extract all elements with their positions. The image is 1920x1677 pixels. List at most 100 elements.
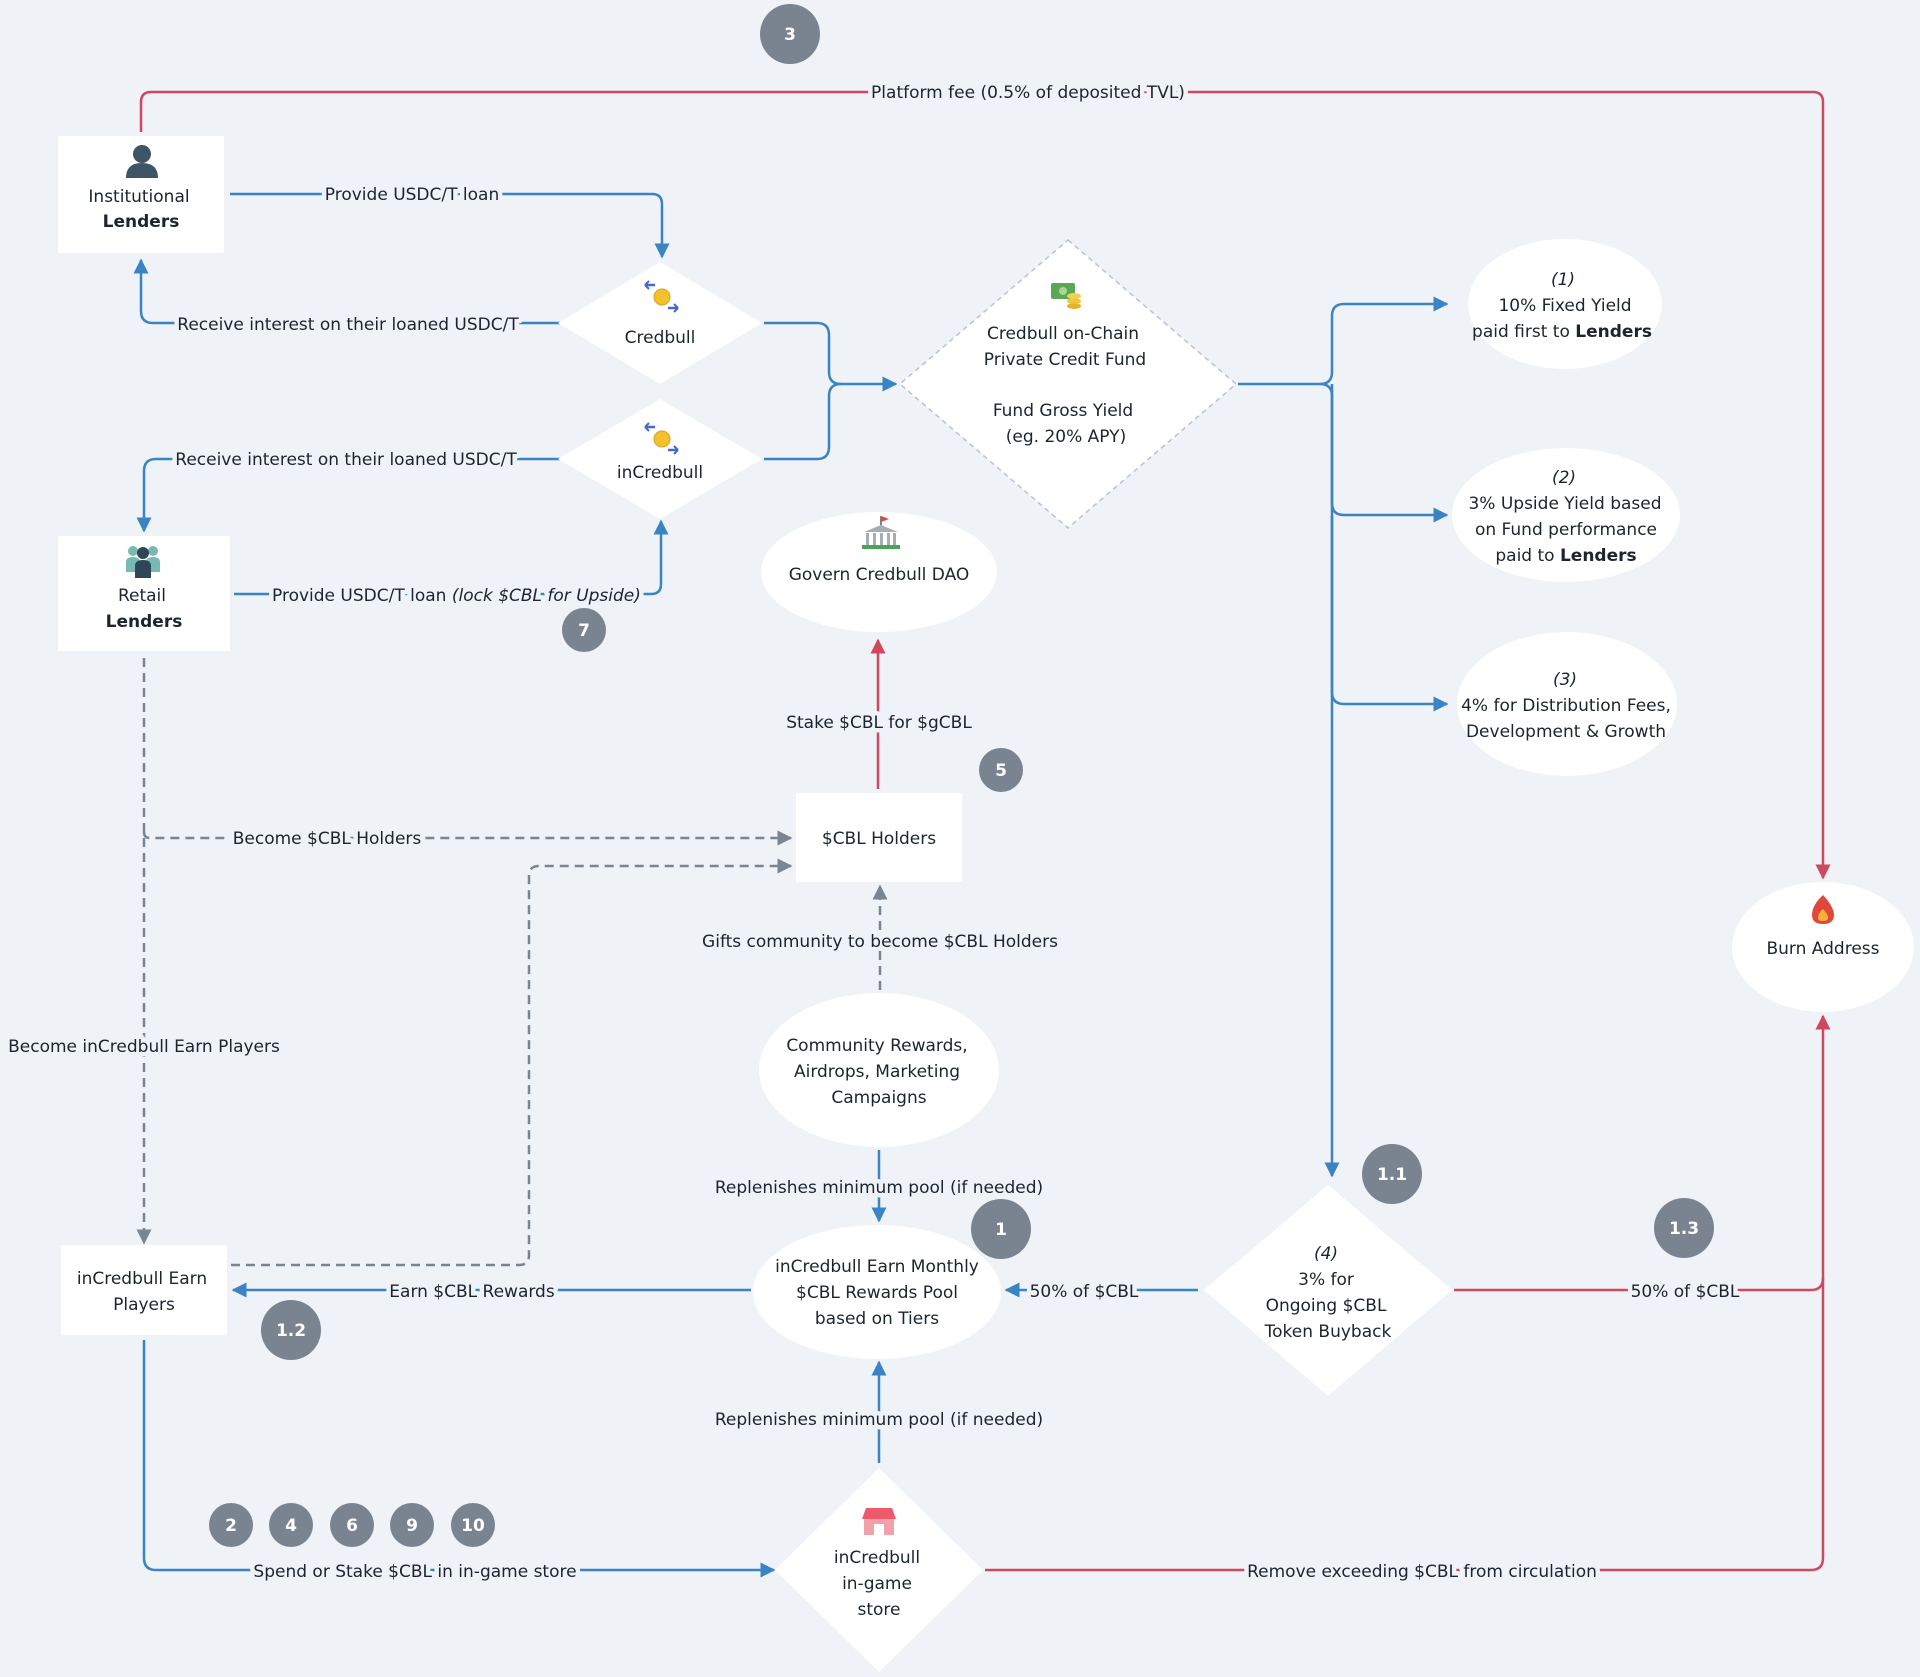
svg-text:Credbull on-Chain: Credbull on-Chain	[987, 324, 1139, 344]
svg-text:1.2: 1.2	[276, 1321, 306, 1341]
svg-text:Burn Address: Burn Address	[1766, 939, 1879, 959]
remove-excess-label: Remove exceeding $CBL from circulation	[1247, 1562, 1597, 1582]
earn-rewards-label: Earn $CBL Rewards	[389, 1282, 555, 1302]
provide-loan-inst-label: Provide USDC/T loan	[325, 185, 499, 205]
half-left-label: 50% of $CBL	[1030, 1282, 1139, 1302]
svg-text:4: 4	[285, 1516, 297, 1536]
half-right-label: 50% of $CBL	[1631, 1282, 1740, 1302]
provide-loan-retail-label: Provide USDC/T loan (lock $CBL for Upsid…	[272, 586, 641, 606]
ingame-store-node: inCredbull in-game store	[775, 1468, 983, 1672]
svg-text:(3): (3)	[1553, 670, 1577, 690]
yield3-node: (3) 4% for Distribution Fees, Developmen…	[1457, 632, 1677, 776]
svg-text:in-game: in-game	[842, 1574, 912, 1594]
svg-text:(eg. 20% APY): (eg. 20% APY)	[1006, 427, 1126, 447]
svg-text:based on Tiers: based on Tiers	[815, 1309, 939, 1329]
remove-excess-connector	[985, 1014, 1831, 1572]
spend-stake-label: Spend or Stake $CBL in in-game store	[253, 1562, 576, 1582]
fund-to-yield3-connector	[1330, 515, 1449, 712]
svg-text:1: 1	[995, 1220, 1007, 1240]
svg-text:Players: Players	[113, 1295, 175, 1315]
svg-text:Campaigns: Campaigns	[831, 1088, 926, 1108]
svg-text:4% for Distribution Fees,: 4% for Distribution Fees,	[1461, 696, 1671, 716]
fire-icon	[1812, 895, 1834, 924]
players-to-holders-connector	[231, 858, 793, 1267]
svg-text:(2): (2)	[1552, 468, 1576, 488]
platform-fee-label: Platform fee (0.5% of deposited TVL)	[871, 83, 1185, 103]
coin-exchange-icon	[644, 280, 679, 313]
step-badge-6: 6	[330, 1503, 374, 1547]
step-badge-2: 2	[209, 1503, 253, 1547]
incredbull-to-fund-connector	[764, 382, 842, 461]
step-badge-1-3: 1.3	[1654, 1198, 1714, 1258]
yield1-node: (1) 10% Fixed Yield paid first to Lender…	[1468, 239, 1662, 369]
fund-to-yield1-connector	[1238, 296, 1449, 386]
svg-text:store: store	[858, 1600, 901, 1620]
earn-players-node: inCredbull Earn Players	[61, 1245, 227, 1335]
step-badge-3: 3	[760, 4, 820, 64]
bank-icon	[862, 516, 900, 549]
dao-node: Govern Credbull DAO	[761, 512, 997, 632]
provide-loan-inst-connector	[230, 192, 670, 259]
svg-text:Lenders: Lenders	[103, 212, 180, 232]
fund-to-buyback-connector	[1319, 382, 1340, 1178]
svg-text:Govern Credbull DAO: Govern Credbull DAO	[789, 565, 970, 585]
yield2-node: (2) 3% Upside Yield based on Fund perfor…	[1452, 448, 1680, 582]
replenish-bottom-label: Replenishes minimum pool (if needed)	[715, 1410, 1043, 1430]
buyback-node: (4) 3% for Ongoing $CBL Token Buyback	[1204, 1185, 1452, 1396]
svg-text:$CBL Holders: $CBL Holders	[822, 829, 936, 849]
svg-text:inCredbull Earn Monthly: inCredbull Earn Monthly	[775, 1257, 979, 1277]
svg-text:3: 3	[784, 25, 796, 45]
step-badge-1-2: 1.2	[261, 1300, 321, 1360]
provide-loan-retail-connector	[234, 519, 669, 596]
svg-text:Ongoing $CBL: Ongoing $CBL	[1266, 1296, 1387, 1316]
svg-text:1.3: 1.3	[1669, 1219, 1699, 1239]
credbull-to-fund-connector	[764, 321, 842, 386]
receive-interest-retail-label: Receive interest on their loaned USDC/T	[175, 450, 517, 470]
step-badge-1: 1	[971, 1199, 1031, 1259]
step-badge-4: 4	[269, 1503, 313, 1547]
svg-text:Credbull: Credbull	[625, 328, 696, 348]
step-badge-5: 5	[979, 748, 1023, 792]
receive-interest-inst-connector	[133, 258, 560, 325]
svg-text:9: 9	[406, 1516, 418, 1536]
svg-text:paid first to Lenders: paid first to Lenders	[1472, 322, 1652, 342]
step-badge-1-1: 1.1	[1362, 1144, 1422, 1204]
svg-text:5: 5	[995, 761, 1007, 781]
svg-text:Retail: Retail	[118, 586, 166, 606]
become-holders-connector	[142, 830, 793, 846]
store-icon	[862, 1508, 896, 1535]
receive-interest-inst-label: Receive interest on their loaned USDC/T	[177, 315, 519, 335]
svg-text:Airdrops, Marketing: Airdrops, Marketing	[794, 1062, 960, 1082]
spend-stake-connector	[142, 1340, 776, 1578]
svg-text:6: 6	[346, 1516, 358, 1536]
svg-text:Lenders: Lenders	[106, 612, 183, 632]
svg-text:inCredbull: inCredbull	[617, 463, 703, 483]
svg-text:3% Upside Yield based: 3% Upside Yield based	[1468, 494, 1661, 514]
group-icon	[126, 546, 160, 578]
svg-text:3% for: 3% for	[1298, 1270, 1354, 1290]
svg-text:(1): (1)	[1551, 270, 1575, 290]
svg-text:Development & Growth: Development & Growth	[1466, 722, 1666, 742]
person-icon	[126, 145, 158, 178]
svg-text:1.1: 1.1	[1377, 1165, 1407, 1185]
incredbull-node: inCredbull	[558, 399, 762, 519]
svg-text:2: 2	[225, 1516, 237, 1536]
become-holders-label: Become $CBL Holders	[233, 829, 422, 849]
svg-text:(4): (4)	[1314, 1244, 1338, 1264]
step-badge-10: 10	[451, 1503, 495, 1547]
credbull-node: Credbull	[558, 262, 762, 384]
stake-label: Stake $CBL for $gCBL	[786, 713, 972, 733]
gifts-label: Gifts community to become $CBL Holders	[702, 932, 1058, 952]
institutional-lenders-node: Institutional Lenders	[58, 136, 224, 253]
money-icon	[1051, 283, 1081, 309]
svg-text:Private Credit Fund: Private Credit Fund	[984, 350, 1146, 370]
coin-exchange-icon	[644, 422, 679, 455]
svg-text:10% Fixed Yield: 10% Fixed Yield	[1498, 296, 1631, 316]
fund-to-yield2-connector	[1330, 383, 1449, 523]
svg-text:10: 10	[461, 1516, 485, 1536]
fund-node: Credbull on-Chain Private Credit Fund Fu…	[898, 239, 1238, 529]
svg-text:paid to Lenders: paid to Lenders	[1495, 546, 1636, 566]
svg-text:Token Buyback: Token Buyback	[1264, 1322, 1392, 1342]
retail-lenders-node: Retail Lenders	[58, 536, 230, 651]
burn-address-node: Burn Address	[1732, 882, 1914, 1012]
